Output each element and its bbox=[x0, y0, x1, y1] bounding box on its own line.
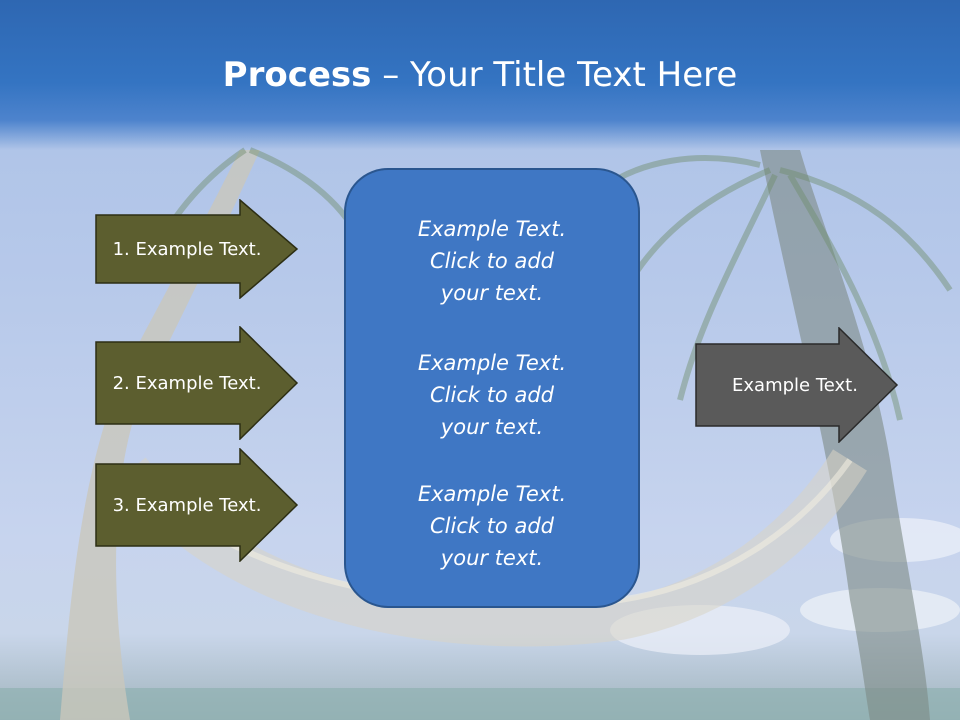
arrow-label-3: 3. Example Text. bbox=[112, 494, 262, 516]
process-arrow-1[interactable]: 1. Example Text. bbox=[95, 198, 299, 300]
arrow-label-2: 2. Example Text. bbox=[112, 372, 262, 394]
center-text-block-3[interactable]: Example Text. Click to add your text. bbox=[344, 478, 640, 574]
center-text-block-1[interactable]: Example Text. Click to add your text. bbox=[344, 213, 640, 309]
arrow-shape bbox=[95, 447, 299, 563]
arrow-shape bbox=[95, 325, 299, 441]
center-text-line: Example Text. bbox=[417, 482, 567, 506]
title-bar bbox=[0, 0, 960, 150]
center-text-line: Example Text. bbox=[417, 351, 567, 375]
center-text-line: Click to add bbox=[429, 514, 554, 538]
arrow-shape bbox=[695, 326, 899, 444]
center-text-line: your text. bbox=[440, 415, 544, 439]
center-text-line: your text. bbox=[440, 546, 544, 570]
slide-title[interactable]: Process – Your Title Text Here bbox=[0, 52, 960, 98]
center-text-line: Example Text. bbox=[417, 217, 567, 241]
center-text-line: Click to add bbox=[429, 249, 554, 273]
title-separator: – bbox=[371, 55, 411, 95]
title-bold-text: Process bbox=[222, 55, 372, 95]
center-text-block-2[interactable]: Example Text. Click to add your text. bbox=[344, 347, 640, 443]
center-text-line: Click to add bbox=[429, 383, 554, 407]
arrow-shape bbox=[95, 198, 299, 300]
process-arrow-3[interactable]: 3. Example Text. bbox=[95, 447, 299, 563]
process-arrow-2[interactable]: 2. Example Text. bbox=[95, 325, 299, 441]
output-arrow-label: Example Text. bbox=[732, 374, 858, 396]
arrow-label-1: 1. Example Text. bbox=[112, 238, 262, 260]
center-content-box[interactable] bbox=[344, 168, 640, 608]
center-text-line: your text. bbox=[440, 281, 544, 305]
output-arrow[interactable]: Example Text. bbox=[695, 326, 899, 444]
title-rest-text: Your Title Text Here bbox=[410, 55, 738, 95]
